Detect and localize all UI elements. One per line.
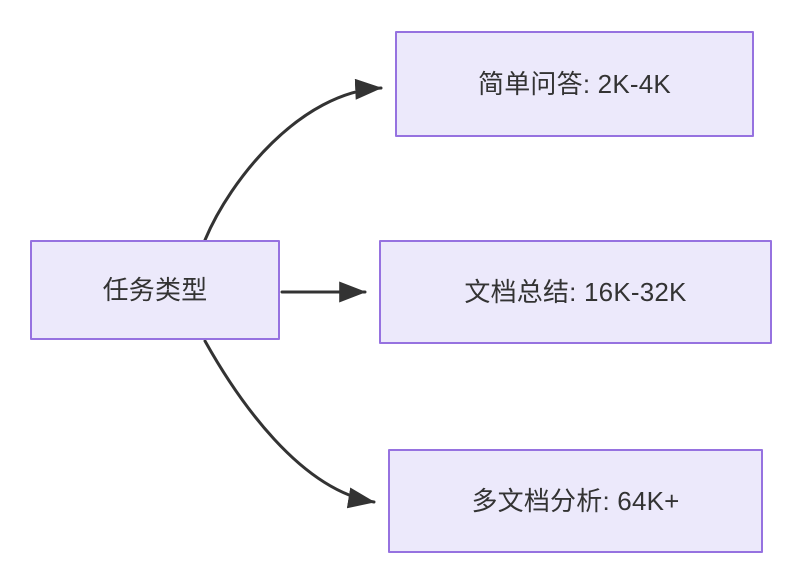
node-task-type-label: 任务类型 — [102, 274, 208, 305]
node-doc-summary-label: 文档总结: 16K-32K — [464, 276, 687, 307]
node-multi-doc-analysis-label: 多文档分析: 64K+ — [471, 485, 680, 516]
node-simple-qa-label: 简单问答: 2K-4K — [478, 68, 671, 99]
edge-to-multi-doc-analysis — [203, 339, 376, 509]
node-simple-qa[interactable]: 简单问答: 2K-4K — [395, 31, 754, 137]
node-task-type[interactable]: 任务类型 — [30, 240, 280, 340]
node-multi-doc-analysis[interactable]: 多文档分析: 64K+ — [388, 449, 763, 553]
node-doc-summary[interactable]: 文档总结: 16K-32K — [379, 240, 772, 344]
edge-to-simple-qa — [203, 78, 383, 242]
